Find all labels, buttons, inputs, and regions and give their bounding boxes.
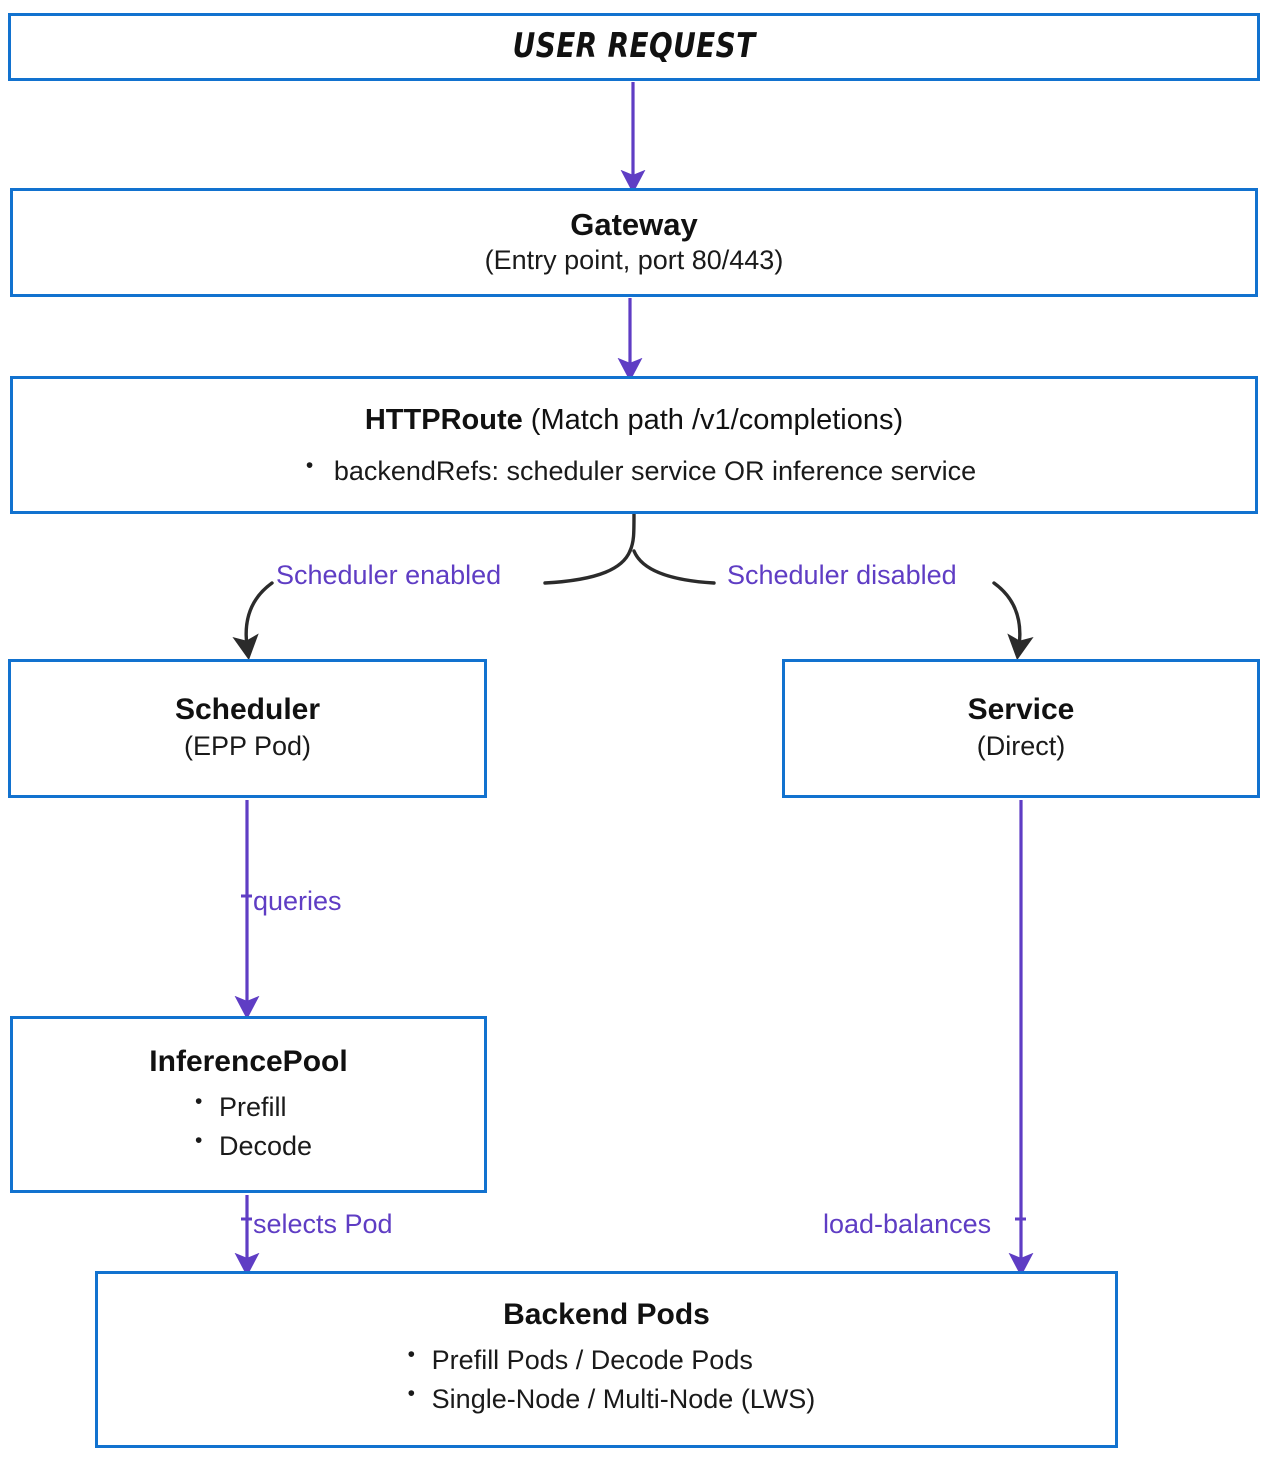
backend-pods-title: Backend Pods (503, 1298, 710, 1331)
node-service[interactable]: Service (Direct) (782, 659, 1260, 798)
edge-service-to-backend-pods (1008, 800, 1034, 1277)
node-gateway[interactable]: Gateway (Entry point, port 80/443) (10, 188, 1258, 297)
list-item: backendRefs: scheduler service OR infere… (292, 451, 976, 491)
edge-label-queries: queries (253, 886, 342, 916)
service-subtitle: (Direct) (976, 731, 1066, 762)
httproute-title: HTTPRoute (364, 404, 523, 436)
edge-label-scheduler-disabled: Scheduler disabled (727, 560, 957, 590)
gateway-subtitle: (Entry point, port 80/443) (484, 245, 784, 276)
backend-pods-bullet-list: Prefill Pods / Decode Pods Single-Node /… (398, 1339, 816, 1419)
node-httproute[interactable]: HTTPRoute (Match path /v1/completions) b… (10, 376, 1258, 514)
node-user-request[interactable]: USER REQUEST (8, 13, 1260, 81)
node-scheduler[interactable]: Scheduler (EPP Pod) (8, 659, 487, 798)
scheduler-title: Scheduler (174, 692, 321, 726)
edge-inferencepool-to-backend-pods (234, 1195, 260, 1277)
list-item: Prefill Pods / Decode Pods (398, 1339, 816, 1380)
gateway-title: Gateway (570, 206, 698, 242)
edge-label-scheduler-enabled: Scheduler enabled (276, 560, 502, 590)
httproute-headline: HTTPRoute (Match path /v1/completions) (365, 403, 903, 438)
service-title: Service (967, 692, 1075, 726)
httproute-title-suffix: (Match path /v1/completions) (522, 404, 904, 436)
node-backend-pods[interactable]: Backend Pods Prefill Pods / Decode Pods … (95, 1271, 1118, 1448)
edge-label-selects-pod: selects Pod (253, 1209, 393, 1239)
scheduler-subtitle: (EPP Pod) (183, 731, 312, 762)
inferencepool-title: InferencePool (149, 1045, 348, 1078)
list-item: Decode (185, 1126, 312, 1166)
user-request-title: USER REQUEST (512, 26, 756, 67)
node-inferencepool[interactable]: InferencePool Prefill Decode (10, 1016, 487, 1193)
list-item: Single-Node / Multi-Node (LWS) (398, 1379, 816, 1419)
edge-label-load-balances: load-balances (823, 1209, 992, 1239)
inferencepool-bullet-list: Prefill Decode (185, 1086, 312, 1166)
edge-scheduler-to-inferencepool (234, 800, 260, 1020)
httproute-bullet-list: backendRefs: scheduler service OR infere… (292, 451, 976, 491)
list-item: Prefill (185, 1086, 312, 1127)
